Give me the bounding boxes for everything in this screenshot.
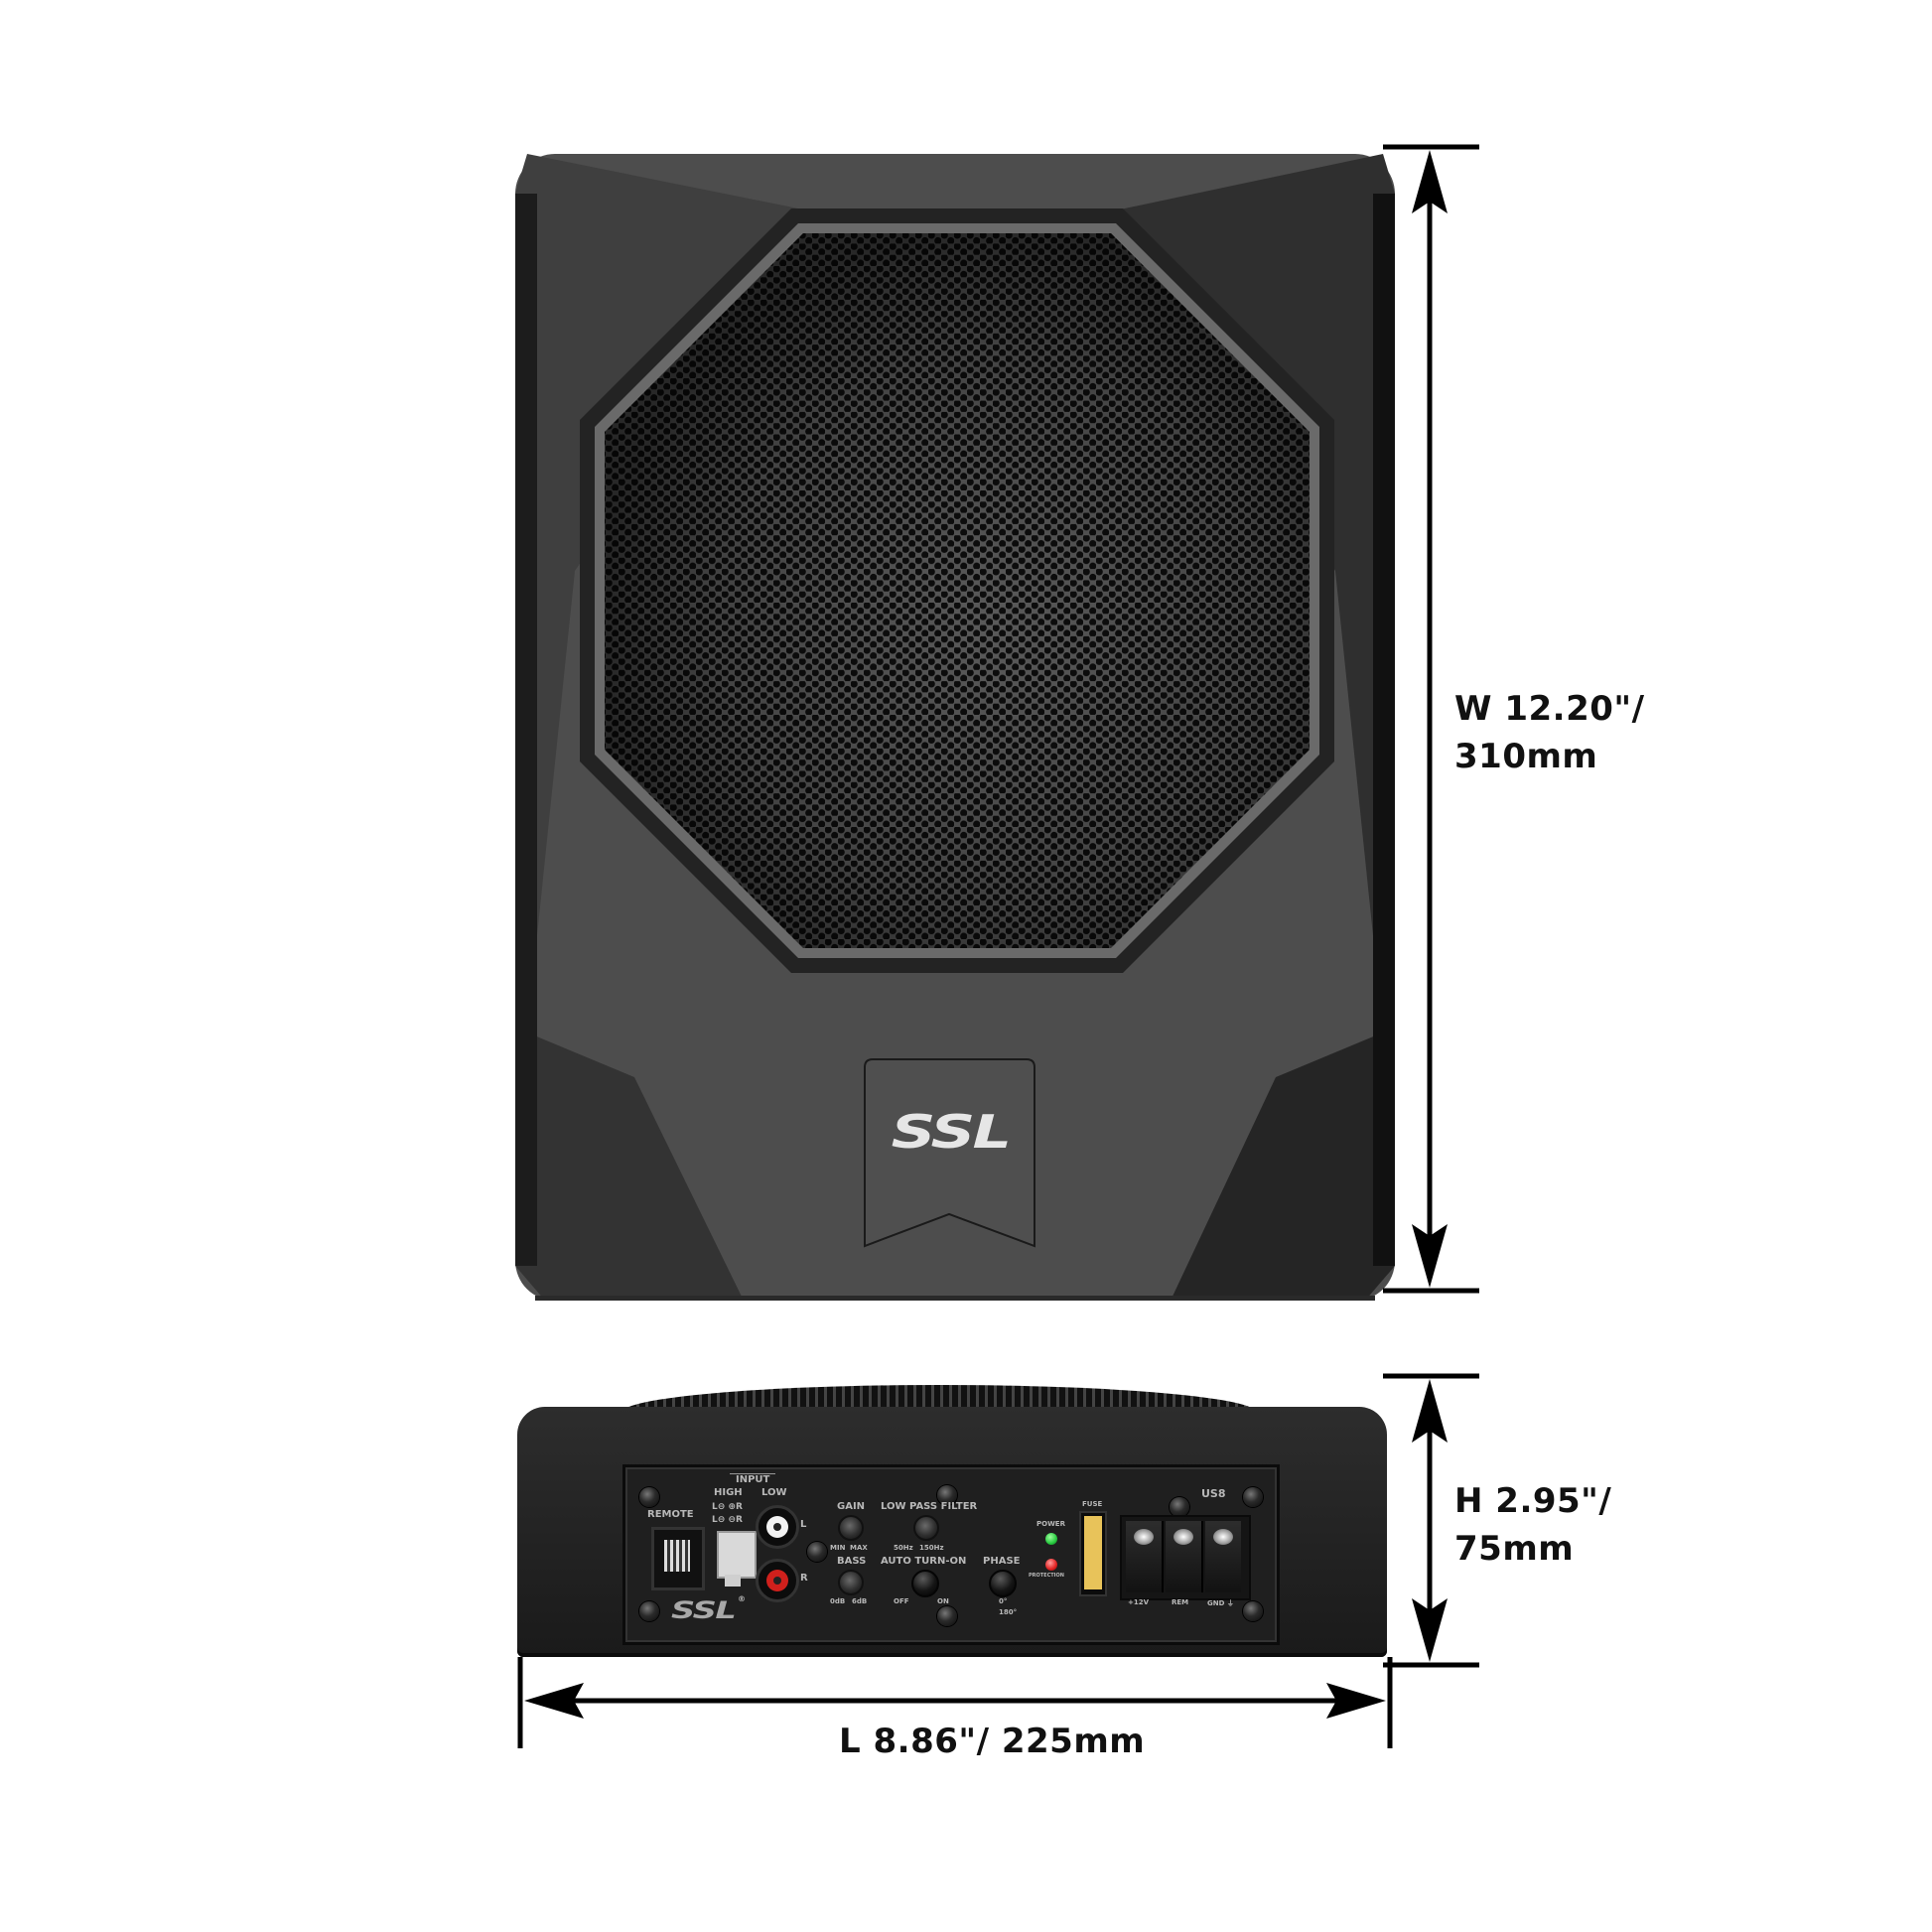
low-pass-filter-label: LOW PASS FILTER bbox=[881, 1501, 978, 1512]
terminal-label-rem: REM bbox=[1172, 1598, 1189, 1606]
terminal-label-gnd: GND ⏚ bbox=[1207, 1599, 1234, 1607]
height-dimension-line bbox=[1380, 1373, 1489, 1671]
auto-off-label: OFF bbox=[894, 1597, 909, 1605]
gain-label: GAIN bbox=[837, 1501, 866, 1512]
gain-knob[interactable] bbox=[838, 1515, 864, 1541]
control-panel: REMOTE INPUT HIGH L⊖ ⊕R L⊖ ⊖R LOW L R GA… bbox=[622, 1464, 1280, 1645]
terminal-label-12v: +12V bbox=[1128, 1598, 1150, 1606]
length-label: L 8.86"/ 225mm bbox=[839, 1722, 1146, 1761]
high-wiring-row2: L⊖ ⊖R bbox=[712, 1515, 743, 1525]
fuse[interactable] bbox=[1079, 1511, 1107, 1596]
lpf-min-label: 50Hz bbox=[894, 1544, 913, 1552]
screw-icon bbox=[1243, 1601, 1263, 1621]
connector-pigtail bbox=[725, 1575, 741, 1587]
rca-right-input[interactable] bbox=[756, 1559, 799, 1602]
screw-icon bbox=[937, 1606, 957, 1626]
screw-icon bbox=[1243, 1487, 1263, 1507]
width-label: W 12.20"/ 310mm bbox=[1454, 689, 1645, 776]
ssl-panel-logo: SSL bbox=[671, 1596, 737, 1624]
high-level-input-connector[interactable] bbox=[717, 1531, 757, 1579]
phase-switch[interactable] bbox=[989, 1570, 1017, 1597]
model-label: US8 bbox=[1201, 1487, 1226, 1500]
power-terminal-block bbox=[1120, 1515, 1251, 1600]
phase-label: PHASE bbox=[983, 1556, 1021, 1567]
remote-label: REMOTE bbox=[647, 1509, 694, 1520]
length-dimension-line bbox=[514, 1653, 1398, 1752]
power-led bbox=[1045, 1533, 1057, 1545]
screw-icon bbox=[937, 1485, 957, 1505]
remote-jack[interactable] bbox=[651, 1527, 705, 1590]
gain-max-label: MAX bbox=[850, 1544, 868, 1552]
auto-turn-on-label: AUTO TURN-ON bbox=[881, 1556, 967, 1567]
high-input-label: HIGH bbox=[714, 1487, 743, 1498]
registered-mark: ® bbox=[738, 1594, 746, 1603]
subwoofer-top-view: SSL bbox=[515, 154, 1395, 1301]
rca-left-input[interactable] bbox=[756, 1505, 799, 1549]
subwoofer-side-view: REMOTE INPUT HIGH L⊖ ⊕R L⊖ ⊖R LOW L R GA… bbox=[517, 1385, 1387, 1663]
bass-min-label: 0dB bbox=[830, 1597, 846, 1605]
screw-icon bbox=[639, 1601, 659, 1621]
double-arrow-icon bbox=[1383, 144, 1479, 1294]
screw-icon bbox=[1170, 1497, 1189, 1517]
high-wiring-row1: L⊖ ⊕R bbox=[712, 1502, 743, 1512]
screw-icon bbox=[807, 1542, 827, 1562]
terminal-12v[interactable] bbox=[1126, 1521, 1164, 1592]
protection-led-label: PROTECTION bbox=[1029, 1573, 1064, 1579]
low-pass-filter-knob[interactable] bbox=[913, 1515, 939, 1541]
height-label: H 2.95"/ 75mm bbox=[1454, 1481, 1612, 1569]
terminal-gnd[interactable] bbox=[1205, 1521, 1241, 1592]
bass-knob[interactable] bbox=[838, 1570, 864, 1595]
input-label: INPUT bbox=[730, 1473, 776, 1485]
protection-led bbox=[1045, 1559, 1057, 1571]
power-led-label: POWER bbox=[1036, 1520, 1065, 1528]
phase-0-label: 0° bbox=[999, 1597, 1008, 1605]
auto-on-label: ON bbox=[937, 1597, 949, 1605]
subwoofer-top-illustration bbox=[515, 154, 1395, 1301]
low-input-label: LOW bbox=[761, 1487, 787, 1498]
phase-180-label: 180° bbox=[999, 1608, 1018, 1616]
rca-left-label: L bbox=[800, 1519, 807, 1530]
double-arrow-icon bbox=[1383, 1373, 1479, 1668]
double-arrow-icon bbox=[517, 1657, 1393, 1748]
ssl-logo: SSL bbox=[891, 1105, 1012, 1159]
gain-min-label: MIN bbox=[830, 1544, 846, 1552]
fuse-label: FUSE bbox=[1082, 1500, 1103, 1508]
width-dimension-line bbox=[1380, 144, 1489, 1296]
auto-turn-on-switch[interactable] bbox=[911, 1570, 939, 1597]
lpf-max-label: 150Hz bbox=[919, 1544, 944, 1552]
screw-icon bbox=[639, 1487, 659, 1507]
bass-label: BASS bbox=[837, 1556, 867, 1567]
bass-max-label: 6dB bbox=[852, 1597, 868, 1605]
rca-right-label: R bbox=[800, 1573, 808, 1584]
terminal-rem[interactable] bbox=[1166, 1521, 1203, 1592]
